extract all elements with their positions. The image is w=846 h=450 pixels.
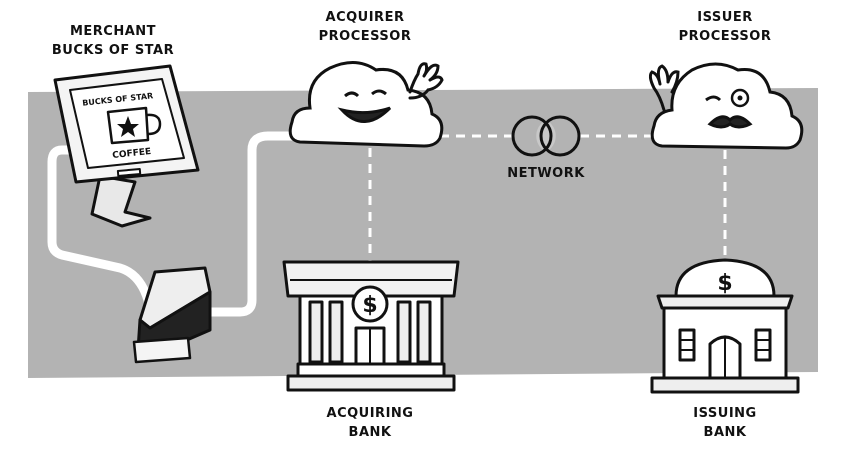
acquiring-bank-column-3: [396, 300, 412, 364]
acquirer-processor-line1: ACQUIRER: [325, 10, 405, 25]
issuing-bank-building: $: [650, 258, 800, 394]
issuing-bank-line1: ISSUING: [693, 406, 757, 421]
acquirer-waving-hand: [408, 62, 444, 100]
network-ring-right: [539, 115, 581, 157]
acquiring-bank-dollar-icon: $: [362, 293, 377, 318]
acquirer-processor-label: ACQUIRER PROCESSOR: [300, 8, 430, 46]
merchant-label-line1: MERCHANT: [69, 24, 157, 39]
terminal-stand: [90, 174, 152, 228]
acquirer-cloud: [288, 61, 444, 148]
issuer-waving-hand: [648, 64, 680, 112]
merchant-label: MERCHANT BUCKS OF STAR: [38, 22, 188, 60]
issuer-eye-right: [737, 95, 743, 101]
network-label-text: NETWORK: [507, 166, 585, 181]
backdrop-panel: [28, 88, 818, 378]
issuing-bank-label: ISSUING BANK: [660, 404, 790, 442]
issuer-cloud-body: [650, 62, 804, 150]
card-slot: [132, 336, 192, 364]
card-reader: [132, 266, 212, 364]
issuer-cloud: [648, 62, 804, 150]
acquiring-bank-column-2: [328, 300, 344, 364]
issuer-mustache: [707, 115, 753, 129]
acquiring-bank-column-1: [308, 300, 324, 364]
issuing-bank-line2: BANK: [703, 425, 747, 440]
acquirer-cloud-body: [288, 61, 444, 148]
network-ring-left: [511, 115, 553, 157]
star-icon: [117, 116, 139, 137]
issuing-bank-window-right: [754, 328, 772, 362]
network-label: NETWORK: [486, 164, 606, 183]
acquirer-eye-right: [371, 89, 387, 96]
acquiring-bank-column-4: [416, 300, 432, 364]
acquirer-eye-left: [344, 91, 360, 98]
issuing-bank-base: [650, 376, 800, 394]
acquiring-bank-line2: BANK: [348, 425, 392, 440]
merchant-connection-line: [47, 131, 305, 317]
network-overlap: [536, 120, 556, 152]
issuing-bank-dollar-icon: $: [717, 271, 732, 296]
screen-brand-bottom: COFFEE: [112, 147, 152, 161]
acquiring-bank-building: $: [282, 260, 460, 392]
issuing-bank-dome: [674, 258, 776, 298]
issuing-bank-ledge: [656, 294, 794, 310]
issuer-processor-line2: PROCESSOR: [678, 29, 772, 44]
issuing-bank-window-left: [678, 328, 696, 362]
acquirer-processor-line2: PROCESSOR: [318, 29, 412, 44]
merchant-label-line2: BUCKS OF STAR: [51, 43, 175, 58]
acquiring-bank-step: [296, 362, 446, 378]
acquirer-mouth: [337, 106, 392, 123]
acquiring-bank-label: ACQUIRING BANK: [305, 404, 435, 442]
issuer-processor-line1: ISSUER: [697, 10, 753, 25]
acquiring-bank-line1: ACQUIRING: [326, 406, 414, 421]
terminal-button: [116, 168, 142, 177]
issuer-eye-left: [705, 95, 722, 102]
acquiring-bank-base: [286, 374, 456, 392]
pos-terminal: BUCKS OF STAR COFFEE: [53, 64, 200, 228]
acquiring-bank-coin: [351, 285, 389, 323]
network-icon: [511, 115, 581, 157]
issuer-processor-label: ISSUER PROCESSOR: [660, 8, 790, 46]
mug-handle: [146, 113, 162, 136]
